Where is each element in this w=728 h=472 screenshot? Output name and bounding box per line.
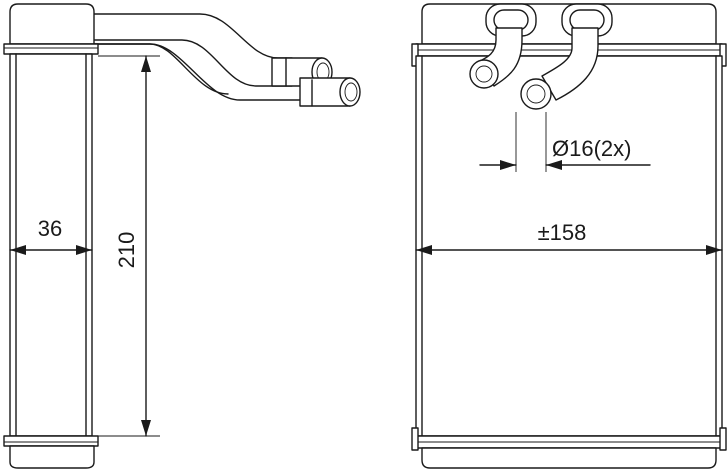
front-view-pipes — [469, 3, 613, 110]
side-view: 36 210 — [3, 3, 361, 469]
depth-dimension: 36 — [9, 216, 93, 255]
side-view-pipes — [91, 13, 361, 107]
height-dimension: 210 — [98, 55, 160, 437]
side-view-bottom-plate — [3, 435, 99, 447]
depth-label: 36 — [38, 216, 62, 241]
front-view: Ø16(2x) ±158 — [411, 3, 727, 469]
pipe-diameter-label: Ø16(2x) — [552, 136, 631, 161]
height-label: 210 — [114, 232, 139, 269]
side-view-bottom-tank — [9, 445, 95, 469]
front-view-core — [415, 55, 723, 437]
side-view-core — [9, 53, 93, 437]
width-label: ±158 — [538, 220, 587, 245]
side-view-top-tank — [9, 3, 95, 45]
pipe-diameter-dimension: Ø16(2x) — [479, 112, 651, 172]
side-view-top-plate — [3, 43, 99, 55]
front-view-bottom-tank — [421, 447, 717, 469]
width-dimension: ±158 — [415, 220, 723, 255]
